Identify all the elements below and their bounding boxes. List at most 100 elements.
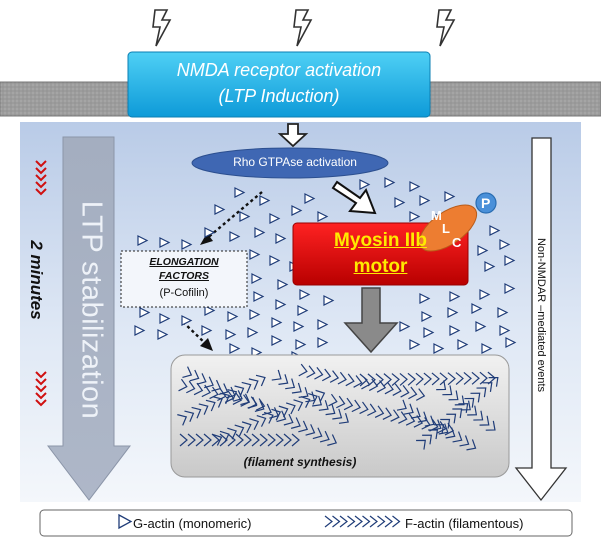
- lightning-icon: [436, 9, 456, 47]
- g-actin-triangle-icon: [479, 289, 491, 300]
- g-actin-triangle-icon: [419, 293, 431, 304]
- lightning-icon: [293, 9, 313, 47]
- f-actin-strand: [436, 380, 496, 431]
- chevrons-top: [35, 160, 47, 196]
- g-actin-triangle-icon: [254, 227, 266, 238]
- g-actin-triangle-icon: [419, 195, 431, 206]
- g-actin-triangle-icon: [317, 337, 329, 348]
- g-actin-triangle-icon: [253, 291, 265, 302]
- g-actin-triangle-icon: [201, 325, 213, 336]
- g-actin-triangle-icon: [181, 239, 193, 250]
- g-actin-triangle-icon: [505, 337, 517, 348]
- chevrons-bottom: [35, 371, 47, 407]
- legend-g-actin: G-actin (monomeric): [133, 516, 252, 531]
- g-actin-triangle-icon: [118, 513, 133, 530]
- phospho-circle: [475, 192, 497, 214]
- g-actin-triangle-icon: [159, 237, 171, 248]
- g-actin-triangle-icon: [269, 213, 281, 224]
- two-minutes-label: 2 minutes: [22, 225, 50, 335]
- g-actin-triangle-icon: [499, 325, 511, 336]
- dotted-arrow-icon: [200, 191, 263, 245]
- g-actin-triangle-icon: [359, 179, 371, 190]
- g-actin-triangle-icon: [204, 305, 216, 316]
- elongation-factors-box: [120, 250, 248, 308]
- g-actin-triangle-icon: [444, 191, 456, 202]
- g-actin-triangle-icon: [457, 339, 469, 350]
- g-actin-triangle-icon: [249, 309, 261, 320]
- g-actin-triangle-icon: [394, 197, 406, 208]
- g-actin-triangle-icon: [423, 327, 435, 338]
- filament-synthesis-label: (filament synthesis): [243, 455, 357, 469]
- ltp-stabilization-arrow: [46, 136, 132, 501]
- g-actin-triangle-icon: [499, 239, 511, 250]
- rho-gtpase-label: Rho GTPAse activation: [233, 155, 357, 169]
- f-actin-strand: [182, 366, 338, 446]
- mlc-letter-c: C: [452, 235, 462, 250]
- g-actin-triangle-icon: [139, 307, 151, 318]
- g-actin-triangle-icon: [477, 245, 489, 256]
- g-actin-triangle-icon: [449, 291, 461, 302]
- myosin-label-1: Myosin IIb: [334, 230, 427, 251]
- g-actin-triangle-icon: [297, 305, 309, 316]
- f-actin-strands: [177, 363, 499, 451]
- dotted-arrow-icon: [182, 321, 213, 351]
- rho-to-myosin-arrow: [331, 180, 377, 215]
- g-actin-triangle-icon: [204, 227, 216, 238]
- g-actin-triangle-icon: [277, 279, 289, 290]
- g-actin-triangle-icon: [421, 311, 433, 322]
- g-actin-triangle-icon: [293, 321, 305, 332]
- g-actin-triangle-icon: [159, 313, 171, 324]
- g-actin-triangle-icon: [484, 261, 496, 272]
- g-actin-triangle-icon: [299, 289, 311, 300]
- myosin-down-arrow: [343, 287, 399, 354]
- g-actin-triangle-icon: [251, 273, 263, 284]
- legend-f-actin: F-actin (filamentous): [405, 516, 524, 531]
- elongation-label-3: (P-Cofilin): [159, 287, 209, 299]
- g-actin-triangle-icon: [275, 299, 287, 310]
- g-actin-triangle-icon: [409, 211, 421, 222]
- g-actin-triangle-icon: [409, 181, 421, 192]
- g-actin-triangle-icon: [239, 211, 251, 222]
- g-actin-triangle-icon: [304, 193, 316, 204]
- mlc-badge: [418, 204, 478, 252]
- g-actin-triangle-icon: [317, 211, 329, 222]
- phospho-label: P: [481, 195, 490, 211]
- down-arrow-icon: [277, 123, 309, 148]
- non-nmdar-label: Non-NMDAR –mediated events: [531, 200, 551, 430]
- g-actin-triangle-icon: [317, 319, 329, 330]
- g-actin-triangle-icon: [214, 204, 226, 215]
- g-actin-triangle-icon: [229, 231, 241, 242]
- nmda-title: NMDA receptor activation: [176, 60, 382, 80]
- g-actin-triangle-icon: [489, 225, 501, 236]
- ltp-stabilization-text: LTP stabilization: [75, 200, 108, 420]
- f-actin-legend-icon: [324, 515, 401, 528]
- rho-gtpase-ellipse: [191, 147, 389, 179]
- g-actin-triangle-icon: [291, 205, 303, 216]
- elongation-label-1: ELONGATION: [149, 256, 219, 268]
- g-actin-triangle-icon: [181, 315, 193, 326]
- g-actin-triangle-icon: [134, 325, 146, 336]
- g-actin-triangle-icon: [247, 327, 259, 338]
- f-actin-strand: [271, 369, 349, 424]
- g-actin-triangle-icon: [475, 321, 487, 332]
- g-actin-triangle-icon: [259, 195, 271, 206]
- g-actin-triangle-icon: [229, 343, 241, 354]
- g-actin-triangle-icon: [504, 283, 516, 294]
- g-actin-triangle-icon: [157, 329, 169, 340]
- g-actin-triangle-icon: [271, 317, 283, 328]
- mlc-letter-m: M: [431, 208, 442, 223]
- two-minutes-text: 2 minutes: [27, 240, 46, 320]
- mlc-letter-l: L: [442, 221, 450, 236]
- ltp-stabilization-label: LTP stabilization: [75, 175, 108, 445]
- g-actin-triangle-icon: [481, 343, 493, 354]
- g-actin-triangle-icon: [433, 343, 445, 354]
- g-actin-triangle-icon: [269, 255, 281, 266]
- g-actin-triangle-icon: [234, 187, 246, 198]
- g-actin-triangle-icon: [227, 311, 239, 322]
- g-actin-triangle-icon: [399, 321, 411, 332]
- nmda-receptor-box: [127, 51, 431, 118]
- g-actin-triangle-icon: [471, 303, 483, 314]
- elongation-label-2: FACTORS: [159, 270, 209, 282]
- non-nmdar-arrow: [514, 137, 568, 502]
- f-actin-strand: [177, 374, 266, 426]
